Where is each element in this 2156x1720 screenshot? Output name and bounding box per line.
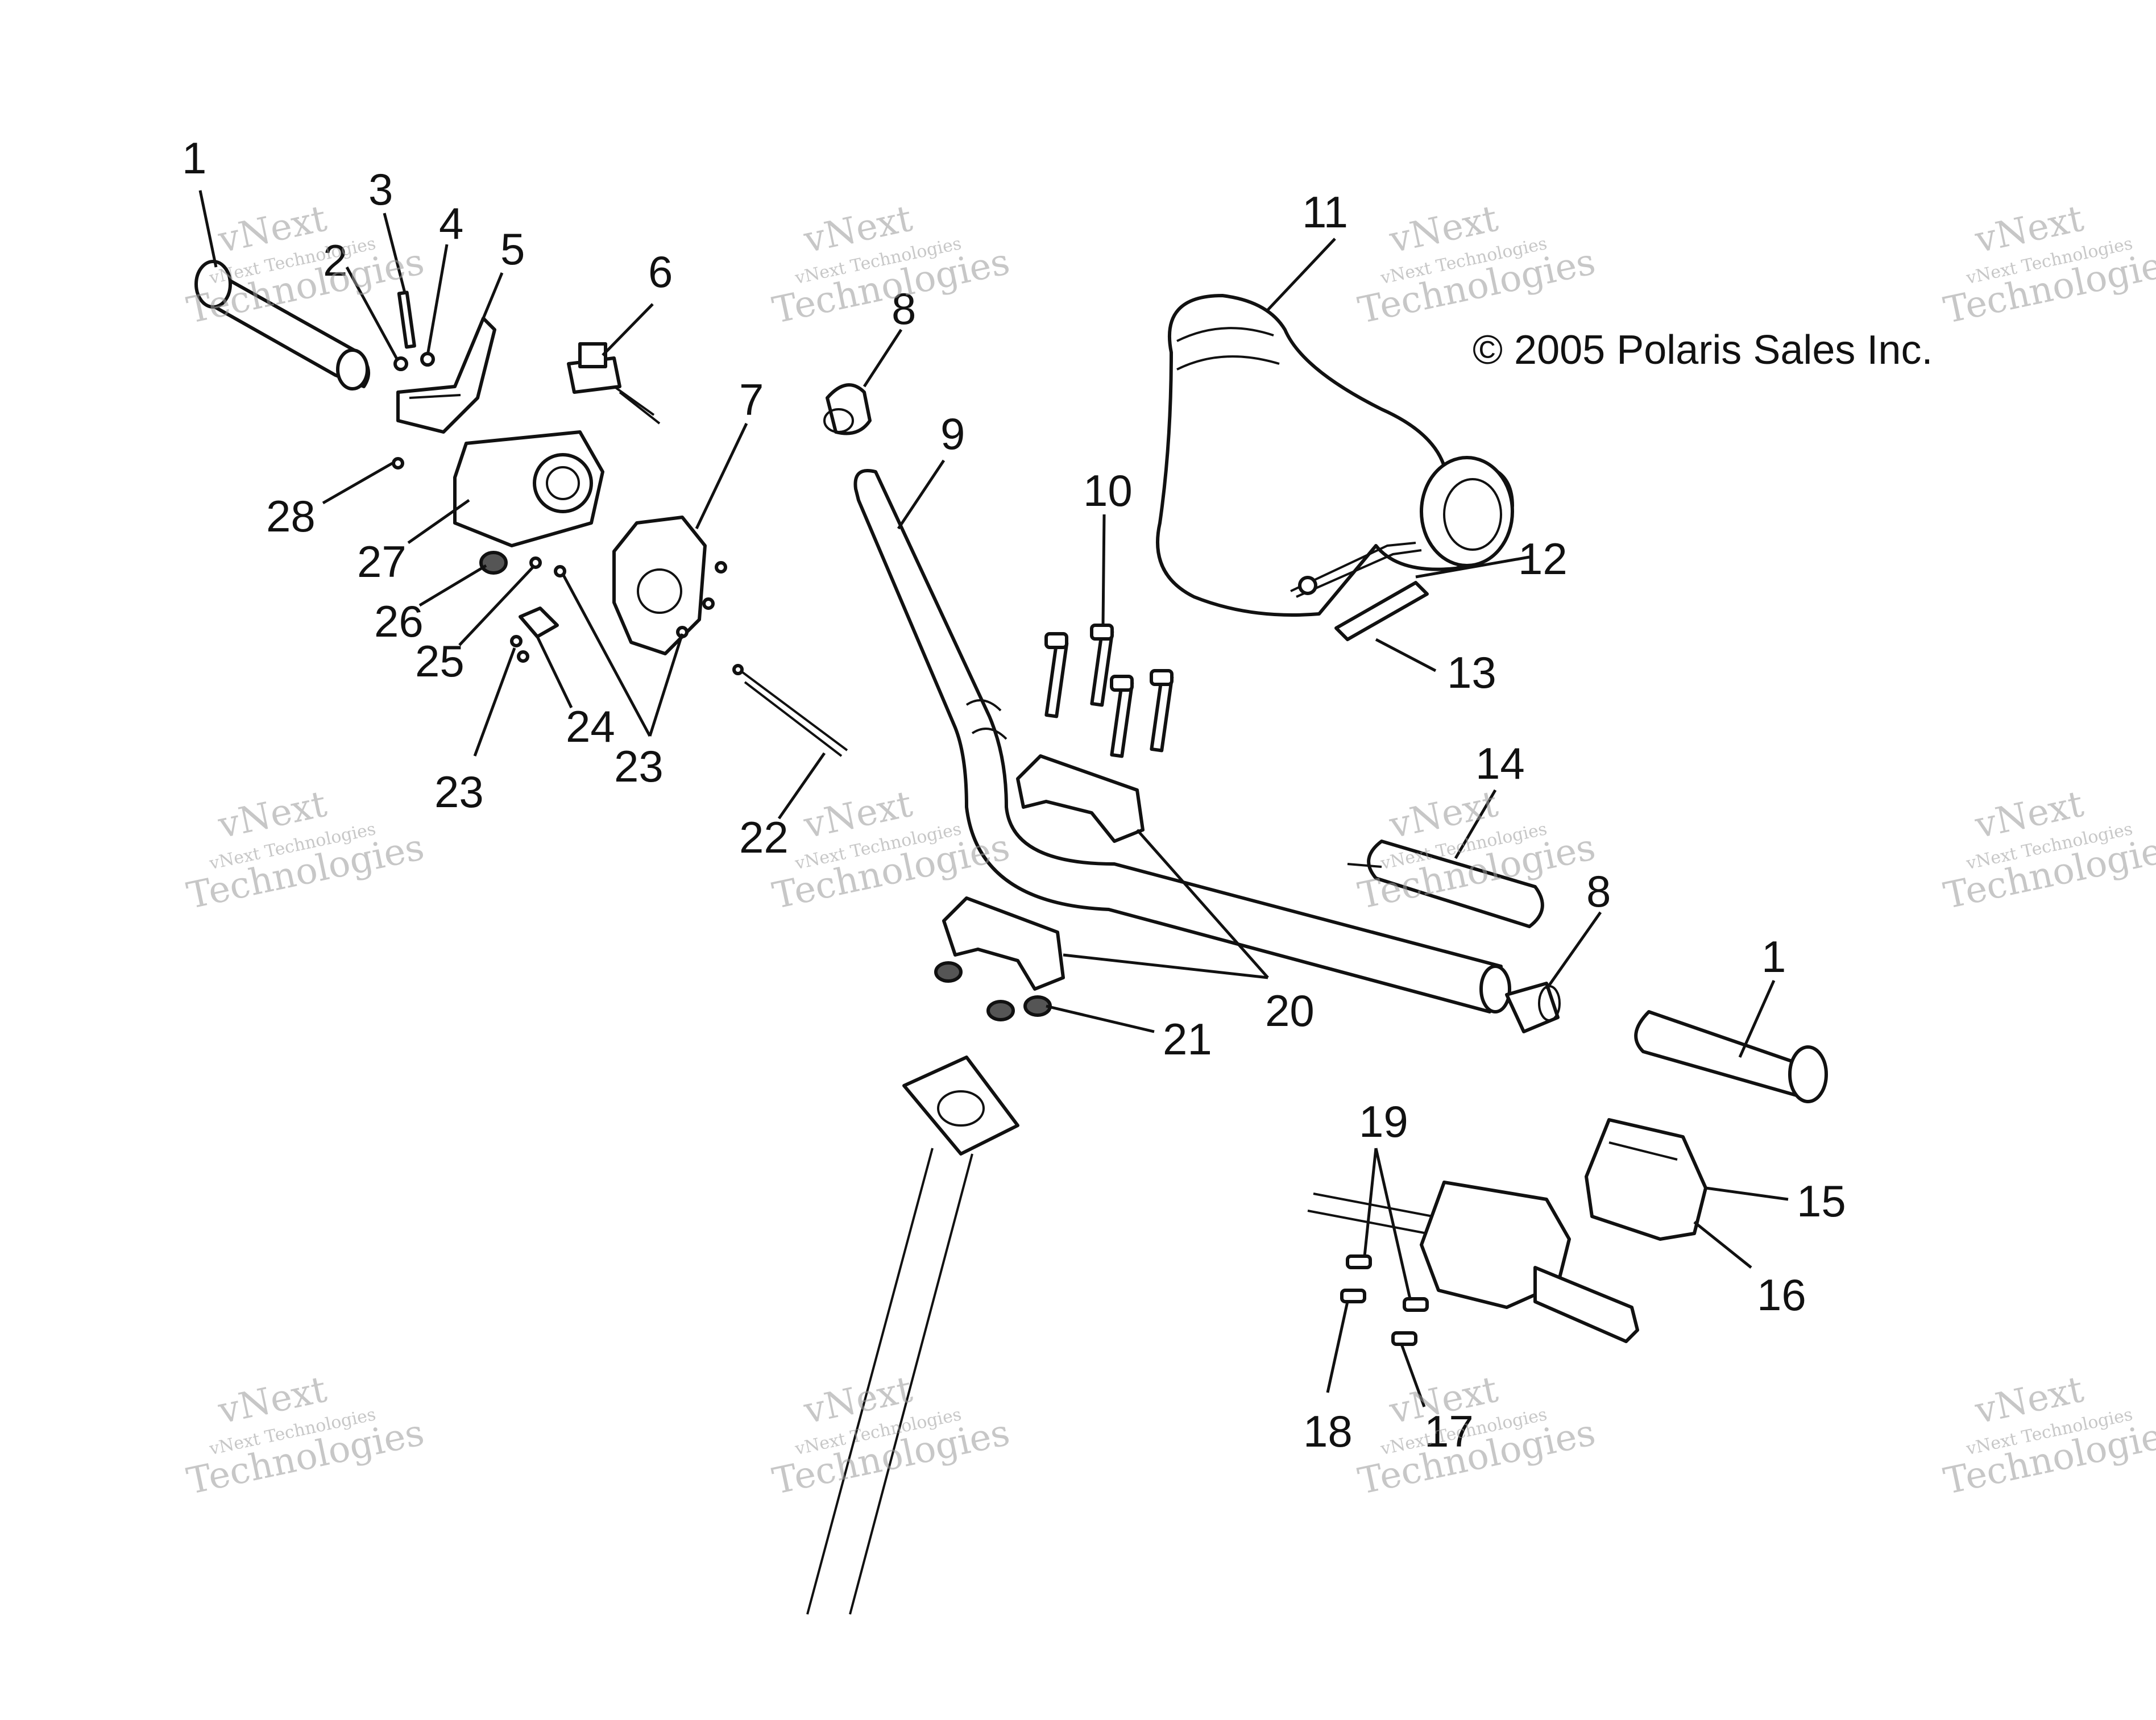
callout-1-left: 1	[182, 133, 206, 183]
callout-17: 17	[1424, 1406, 1474, 1456]
callout-1-right: 1	[1761, 932, 1786, 982]
clamp-bolts	[1044, 624, 1174, 758]
callout-15: 15	[1797, 1176, 1846, 1226]
callout-8-upper: 8	[892, 284, 916, 334]
callout-18: 18	[1303, 1406, 1353, 1456]
lever-screws	[1340, 1254, 1429, 1346]
left-grip	[194, 260, 370, 390]
throttle-hardware	[393, 290, 496, 434]
watermark: vNext vNext Technologies Technologies	[769, 1369, 1013, 1503]
handlebar-pad-cover	[1156, 294, 1514, 617]
bar-end-plug-lower	[1505, 982, 1561, 1033]
callout-4: 4	[439, 198, 463, 248]
callout-3: 3	[368, 164, 393, 214]
watermark: vNext vNext Technologies Technologies	[1354, 1369, 1599, 1503]
lower-clamp	[942, 896, 1065, 991]
callout-20: 20	[1265, 986, 1315, 1036]
watermark: vNext vNext Technologies Technologies	[1940, 1369, 2156, 1503]
callout-2: 2	[323, 235, 347, 285]
copyright-notice: © 2005 Polaris Sales Inc.	[1473, 327, 1933, 373]
callout-7: 7	[739, 375, 764, 425]
bar-end-plug-upper	[823, 383, 872, 435]
throttle-cable	[732, 664, 848, 757]
callout-14: 14	[1475, 738, 1525, 788]
watermark: vNext vNext Technologies Technologies	[1354, 198, 1599, 333]
brake-master-cylinder	[1307, 1181, 1639, 1343]
callout-9: 9	[940, 409, 965, 459]
cover-plate	[510, 606, 559, 663]
callout-16: 16	[1757, 1270, 1806, 1320]
callout-28: 28	[266, 491, 316, 541]
watermark: vNext vNext Technologies Technologies	[1940, 783, 2156, 918]
throttle-housing	[453, 430, 604, 547]
watermark: vNext vNext Technologies Technologies	[183, 783, 428, 918]
handlebar	[853, 469, 1511, 1013]
callout-13: 13	[1447, 647, 1496, 697]
steering-post	[806, 1056, 1019, 1615]
upper-clamp	[1016, 754, 1145, 843]
pad-strap	[1290, 542, 1429, 641]
callout-8-lower: 8	[1586, 866, 1611, 916]
callout-22: 22	[739, 812, 789, 862]
switch-housing	[1585, 1118, 1707, 1241]
callout-10: 10	[1083, 466, 1133, 516]
callout-23-left: 23	[434, 767, 484, 817]
housing-small-parts	[392, 457, 542, 575]
callout-11: 11	[1302, 187, 1348, 237]
grip-sleeve	[1347, 840, 1544, 928]
right-grip	[1634, 1010, 1828, 1103]
callout-6: 6	[648, 247, 673, 297]
callout-25: 25	[415, 636, 465, 686]
watermark: vNext vNext Technologies Technologies	[769, 198, 1013, 333]
callout-24: 24	[566, 701, 615, 751]
callout-19: 19	[1359, 1096, 1408, 1146]
callout-23-right: 23	[614, 741, 664, 791]
watermark: vNext vNext Technologies Technologies	[1354, 783, 1599, 918]
callout-labels: 1 2 3 4 5 6 7 8 9 10 11 12 13 14 8 1 15 …	[182, 133, 1846, 1456]
callout-21: 21	[1163, 1014, 1212, 1064]
watermark: vNext vNext Technologies Technologies	[183, 1369, 428, 1503]
callout-12: 12	[1518, 534, 1568, 584]
watermark: vNext vNext Technologies Technologies	[1940, 198, 2156, 333]
callout-5: 5	[500, 224, 525, 274]
housing-cover	[554, 516, 727, 655]
switch-part	[567, 342, 661, 425]
leader-lines	[198, 190, 1789, 1407]
callout-27: 27	[357, 537, 407, 587]
callout-26: 26	[374, 596, 424, 646]
